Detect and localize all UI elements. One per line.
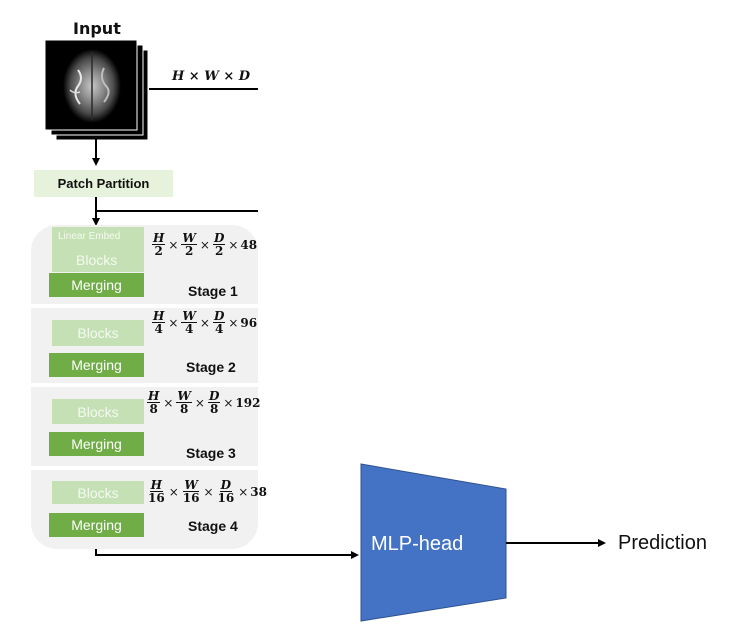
patch-partition-box: Patch Partition: [34, 170, 173, 197]
stage1-merging-box: Merging: [49, 273, 144, 297]
stage4-merging-box: Merging: [49, 513, 144, 537]
stage-separator: [31, 304, 258, 308]
brain-mri-scan-icon: [63, 49, 121, 123]
arrow-stage4-to-mlp: [95, 548, 359, 559]
patch-partition-label: Patch Partition: [57, 176, 150, 191]
input-title: Input: [73, 19, 121, 38]
stage1-merging-label: Merging: [71, 277, 122, 293]
stage2-merging-box: Merging: [49, 353, 144, 377]
stage2-blocks-label: Blocks: [77, 325, 119, 341]
mlp-head-block: [360, 463, 507, 622]
stage1-blocks-label: Blocks: [76, 252, 118, 268]
stage4-label: Stage 4: [188, 518, 238, 534]
stage3-blocks-label: Blocks: [77, 403, 119, 420]
stage3-blocks-box: Blocks: [52, 399, 144, 424]
stage-separator: [31, 466, 258, 470]
stage4-blocks-box: Blocks: [52, 481, 144, 504]
mlp-head-label: MLP-head: [371, 533, 464, 555]
stage2-label: Stage 2: [186, 359, 236, 375]
stage4-blocks-label: Blocks: [77, 484, 119, 501]
stage3-merging-label: Merging: [71, 436, 122, 452]
linear-embed-label: Linear Embed: [58, 231, 121, 242]
input-dims: H × W × D: [172, 69, 251, 84]
stage2-blocks-box: Blocks: [52, 320, 144, 346]
stage1-label: Stage 1: [188, 283, 238, 299]
stage2-merging-label: Merging: [71, 357, 122, 373]
stage3-label: Stage 3: [186, 445, 236, 461]
prediction-label: Prediction: [618, 532, 707, 554]
stage4-merging-label: Merging: [71, 517, 122, 533]
stage3-merging-box: Merging: [49, 432, 144, 456]
linear-embed-blocks-box: [52, 227, 144, 272]
stage-separator: [31, 383, 258, 387]
input-image-stack: [44, 39, 149, 141]
